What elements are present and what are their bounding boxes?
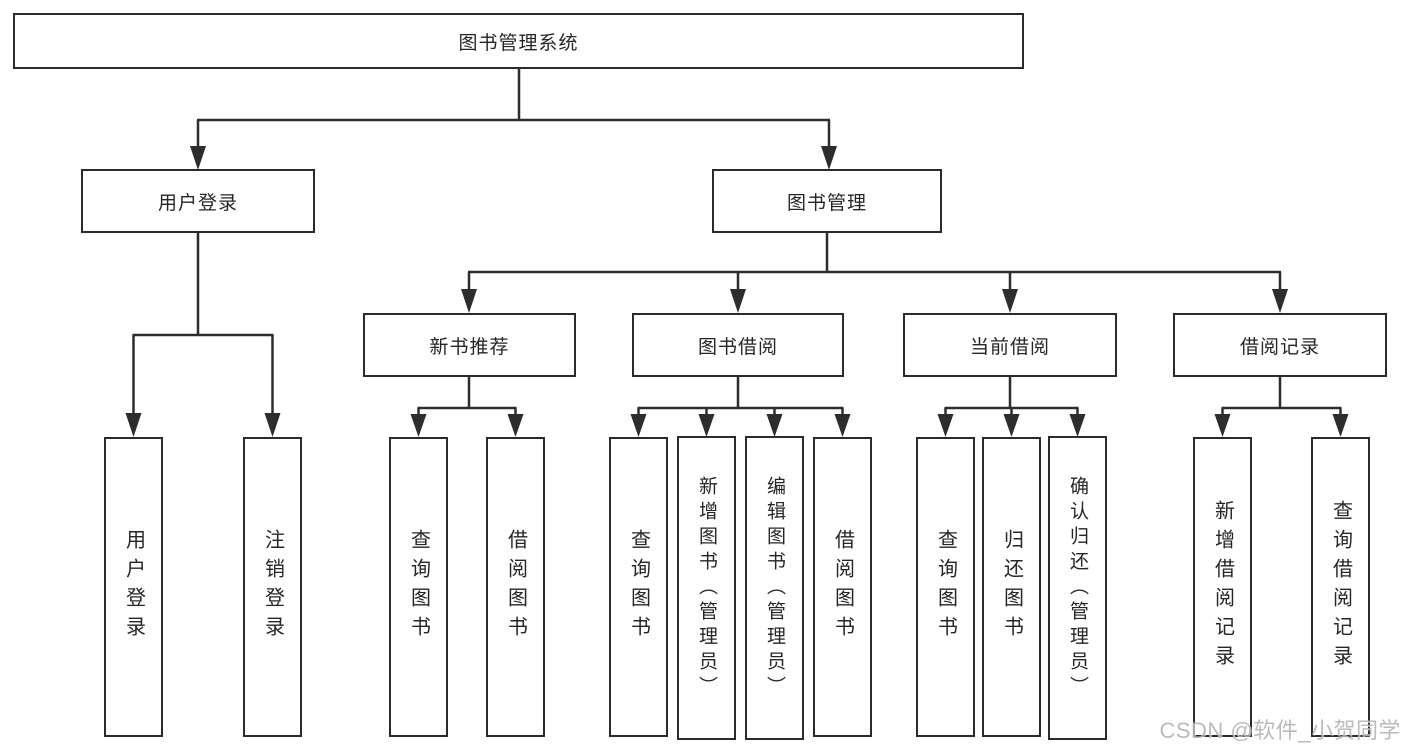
node-borrow-records: 借阅记录 [1173,313,1387,377]
node-borrow-records-label: 借阅记录 [1239,336,1320,358]
node-leaf-confirm-return-admin: 确认归还（管理员） [1048,436,1107,740]
node-user-login-label: 用户登录 [157,192,238,214]
csdn-watermark: CSDN @软件_小贺同学 [1159,718,1401,743]
node-leaf-query-borrow-record-label: 查询借阅记录 [1329,500,1352,674]
node-leaf-edit-book-admin-label: 编辑图书（管理员） [764,475,785,701]
node-leaf-logout-label: 注销登录 [261,529,284,645]
node-leaf-query-books-current-label: 查询图书 [934,529,957,645]
node-leaf-query-books-recommend: 查询图书 [389,437,448,737]
node-new-book-recommend-label: 新书推荐 [429,336,510,358]
node-current-borrowing-label: 当前借阅 [969,336,1050,358]
node-leaf-borrow-books-recommend-label: 借阅图书 [504,529,527,645]
node-leaf-query-books-current: 查询图书 [916,437,975,737]
node-new-book-recommend: 新书推荐 [363,313,576,377]
node-leaf-add-book-admin-label: 新增图书（管理员） [696,475,717,701]
node-leaf-query-books-recommend-label: 查询图书 [407,529,430,645]
node-leaf-logout: 注销登录 [243,437,302,737]
node-leaf-user-login: 用户登录 [104,437,163,737]
node-book-borrowing-label: 图书借阅 [697,336,778,358]
node-leaf-add-book-admin: 新增图书（管理员） [677,436,736,740]
node-library-system: 图书管理系统 [13,13,1024,69]
node-leaf-query-books-borrowing-label: 查询图书 [627,529,650,645]
node-leaf-borrow-books-recommend: 借阅图书 [486,437,545,737]
node-current-borrowing: 当前借阅 [903,313,1117,377]
node-leaf-return-book: 归还图书 [982,437,1041,737]
node-leaf-user-login-label: 用户登录 [122,529,145,645]
node-user-login: 用户登录 [81,169,315,233]
node-library-system-label: 图书管理系统 [458,32,579,54]
node-book-borrowing: 图书借阅 [632,313,844,377]
node-leaf-add-borrow-record: 新增借阅记录 [1193,437,1252,737]
node-leaf-return-book-label: 归还图书 [1000,529,1023,645]
node-leaf-query-books-borrowing: 查询图书 [609,437,668,737]
node-leaf-edit-book-admin: 编辑图书（管理员） [745,436,804,740]
node-leaf-confirm-return-admin-label: 确认归还（管理员） [1067,475,1088,701]
node-leaf-add-borrow-record-label: 新增借阅记录 [1211,500,1234,674]
node-leaf-query-borrow-record: 查询借阅记录 [1311,437,1370,737]
node-leaf-borrow-books-borrowing: 借阅图书 [813,437,872,737]
node-leaf-borrow-books-borrowing-label: 借阅图书 [831,529,854,645]
node-book-management: 图书管理 [712,169,942,233]
node-book-management-label: 图书管理 [786,192,867,214]
